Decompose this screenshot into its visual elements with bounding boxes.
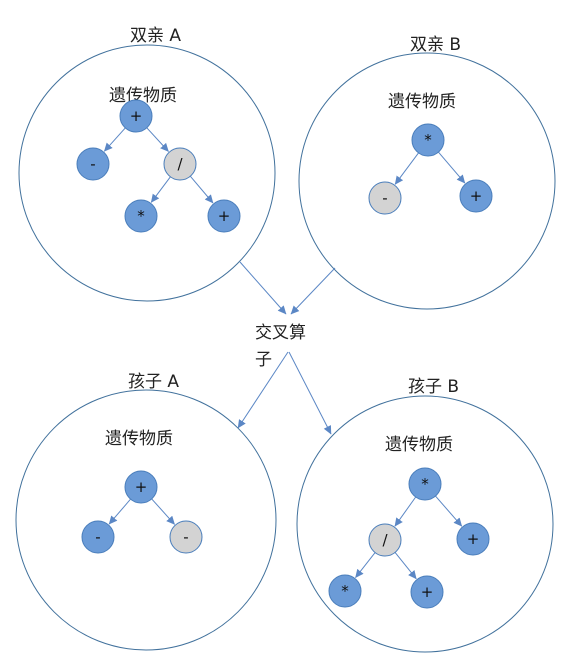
tree-node-circle <box>456 522 490 556</box>
tree-node-circle <box>408 467 442 501</box>
parent-b-circle <box>298 52 556 310</box>
child-b-circle <box>296 395 554 653</box>
child-b-title: 孩子 B <box>408 377 459 397</box>
child-a-title: 孩子 A <box>128 372 179 392</box>
tree-edge <box>394 552 417 580</box>
tree-node-circle <box>124 199 158 233</box>
tree-node-label: + <box>135 478 148 496</box>
tree-node: + <box>207 199 241 233</box>
tree-node-label: + <box>218 207 231 225</box>
parent-b-panel: 双亲 B 遗传物质 * - + <box>298 35 556 310</box>
tree-node-circle <box>76 147 110 181</box>
tree-node: * <box>124 199 158 233</box>
tree-node-label: * <box>421 475 429 493</box>
tree-node: + <box>456 522 490 556</box>
tree-edge <box>438 151 466 184</box>
tree-node-label: + <box>130 107 143 125</box>
flow-arrow-operator-to-child-a <box>237 351 289 429</box>
parent-a-panel: 双亲 A 遗传物质 + - / * <box>18 26 276 302</box>
tree-edge <box>146 127 169 152</box>
crossover-operator-label: 交叉算子 <box>255 323 306 370</box>
tree-edge <box>435 495 463 527</box>
flow-arrow-parent-a-to-operator <box>239 261 287 315</box>
tree-node: + <box>119 99 153 133</box>
parent-b-title: 双亲 B <box>410 35 461 55</box>
tree-node-label: + <box>421 583 434 601</box>
tree-node-circle <box>81 520 115 554</box>
tree-node: + <box>124 470 158 504</box>
tree-node-circle <box>124 470 158 504</box>
tree-node: - <box>76 147 110 181</box>
tree-node-circle <box>459 179 493 213</box>
child-a-panel: 孩子 A 遗传物质 + - - <box>15 372 277 651</box>
tree-node: * <box>408 467 442 501</box>
parent-b-material-label: 遗传物质 <box>388 92 456 112</box>
child-a-material-label: 遗传物质 <box>105 429 173 449</box>
child-b-panel: 孩子 B 遗传物质 * / + * <box>296 377 554 653</box>
child-b-material-label: 遗传物质 <box>385 435 453 455</box>
child-a-circle <box>15 389 277 651</box>
tree-edge <box>150 176 171 203</box>
tree-edge <box>189 175 214 204</box>
tree-edge <box>394 152 419 185</box>
tree-edge <box>355 552 376 578</box>
tree-node-label: + <box>467 530 480 548</box>
tree-edge <box>394 496 417 527</box>
tree-node: + <box>410 575 444 609</box>
tree-node-circle <box>163 147 197 181</box>
flow-arrow-parent-b-to-operator <box>290 267 336 315</box>
tree-node: - <box>368 181 402 215</box>
tree-node-label: - <box>95 528 100 546</box>
tree-node-circle <box>169 520 203 554</box>
tree-node-circle <box>207 199 241 233</box>
parent-a-material-label: 遗传物质 <box>109 86 177 106</box>
tree-node-circle <box>411 123 445 157</box>
tree-node: - <box>169 520 203 554</box>
tree-edge <box>108 498 131 525</box>
tree-node: - <box>81 520 115 554</box>
tree-edge <box>103 127 126 152</box>
tree-node-label: * <box>424 131 432 149</box>
tree-node: * <box>411 123 445 157</box>
tree-node-label: * <box>137 207 145 225</box>
tree-node-circle <box>410 575 444 609</box>
tree-node-circle <box>368 523 402 557</box>
tree-node: / <box>163 147 197 181</box>
tree-node-label: / <box>382 531 388 549</box>
tree-node-label: - <box>90 155 95 173</box>
tree-node-circle <box>328 574 362 608</box>
tree-node: * <box>328 574 362 608</box>
tree-node-circle <box>368 181 402 215</box>
parent-a-circle <box>18 44 276 302</box>
tree-node-label: + <box>470 187 483 205</box>
tree-node-label: - <box>183 528 188 546</box>
tree-node-circle <box>119 99 153 133</box>
flow-arrow-operator-to-child-b <box>288 351 332 435</box>
tree-edge <box>151 498 175 525</box>
tree-node-label: * <box>341 582 349 600</box>
parent-a-title: 双亲 A <box>130 26 181 46</box>
tree-node-label: - <box>382 189 387 207</box>
tree-node: + <box>459 179 493 213</box>
tree-node: / <box>368 523 402 557</box>
tree-node-label: / <box>177 155 183 173</box>
